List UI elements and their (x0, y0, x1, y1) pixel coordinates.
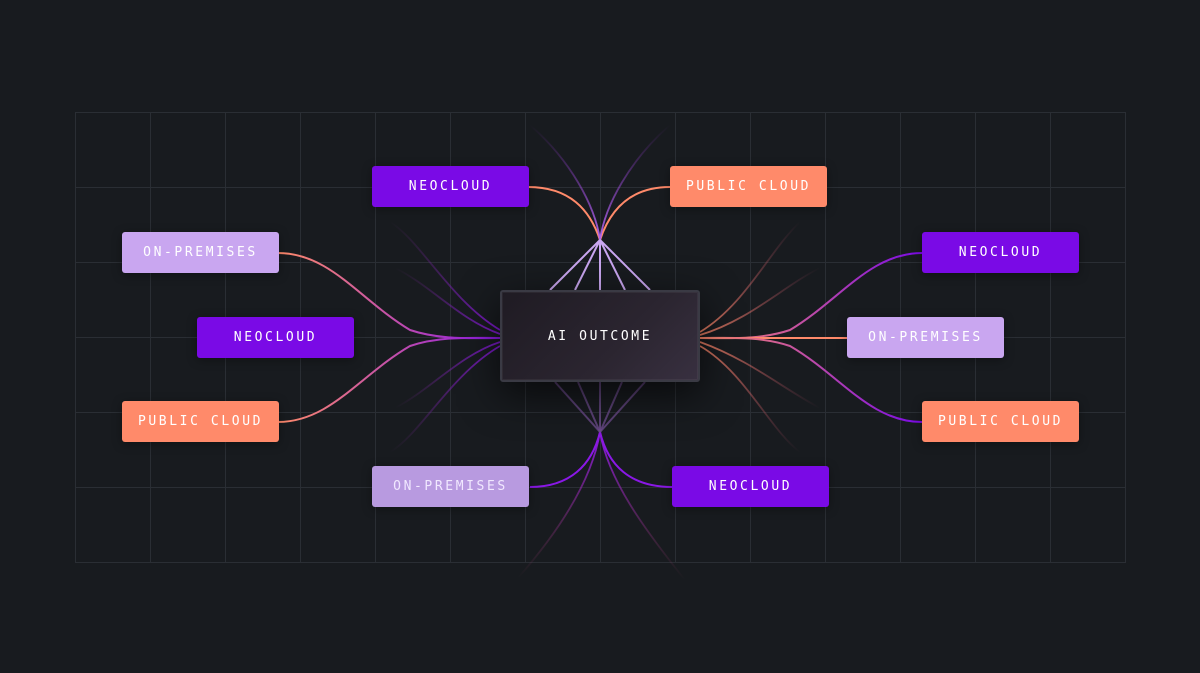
node-label: PUBLIC CLOUD (937, 414, 1064, 429)
node-label: NEOCLOUD (708, 479, 793, 494)
node-left-on-premises[interactable]: ON-PREMISES (122, 232, 279, 273)
ai-outcome-box: AI OUTCOME (500, 290, 700, 382)
node-label: PUBLIC CLOUD (137, 414, 264, 429)
node-right-on-premises[interactable]: ON-PREMISES (847, 317, 1004, 358)
node-label: ON-PREMISES (143, 245, 258, 260)
node-label: PUBLIC CLOUD (685, 179, 812, 194)
node-left-neocloud[interactable]: NEOCLOUD (197, 317, 354, 358)
node-label: NEOCLOUD (408, 179, 493, 194)
ai-outcome-label: AI OUTCOME (547, 328, 653, 344)
bottom-connections (517, 381, 686, 590)
node-top-public-cloud[interactable]: PUBLIC CLOUD (670, 166, 827, 207)
node-label: NEOCLOUD (958, 245, 1043, 260)
node-right-neocloud[interactable]: NEOCLOUD (922, 232, 1079, 273)
top-connections (527, 100, 671, 291)
node-label: NEOCLOUD (233, 330, 318, 345)
right-connections (699, 221, 923, 453)
left-connections (277, 221, 501, 453)
node-label: ON-PREMISES (393, 479, 508, 494)
node-bottom-neocloud[interactable]: NEOCLOUD (672, 466, 829, 507)
node-right-public-cloud[interactable]: PUBLIC CLOUD (922, 401, 1079, 442)
node-left-public-cloud[interactable]: PUBLIC CLOUD (122, 401, 279, 442)
node-label: ON-PREMISES (868, 330, 983, 345)
node-top-neocloud[interactable]: NEOCLOUD (372, 166, 529, 207)
node-bottom-on-premises[interactable]: ON-PREMISES (372, 466, 529, 507)
